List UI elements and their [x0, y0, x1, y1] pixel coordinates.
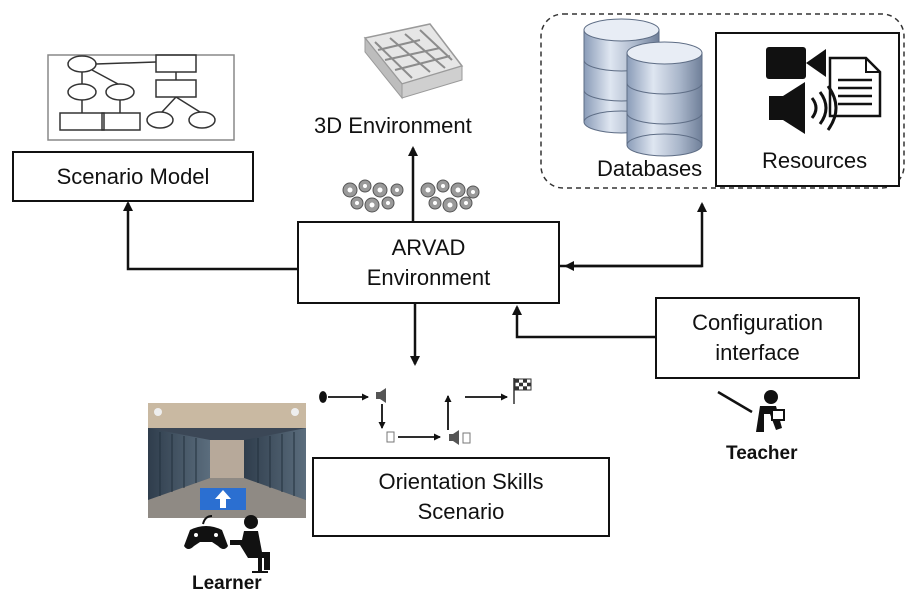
- databases-label: Databases: [597, 156, 703, 181]
- gears-icon: [342, 179, 480, 213]
- speaker-icon: [376, 388, 459, 445]
- arvad-line2: Environment: [366, 264, 491, 290]
- game-screenshot: [148, 403, 306, 518]
- flowchart-icon: [47, 54, 235, 141]
- config-line2: interface: [715, 340, 800, 365]
- teacher-icon: [717, 390, 785, 432]
- learner-icon: [184, 515, 270, 573]
- scenario-model-label: Scenario Model: [56, 163, 210, 189]
- configuration-interface-box: Configuration interface: [655, 297, 860, 379]
- arrow-from-configuration: [512, 305, 655, 339]
- arvad-line1: ARVAD: [391, 234, 466, 260]
- scenario-flow: [319, 391, 508, 441]
- orient-line1: Orientation Skills: [378, 469, 544, 494]
- scenario-model-box: Scenario Model: [12, 151, 254, 202]
- orientation-scenario-box: Orientation Skills Scenario: [312, 457, 610, 537]
- speaker-icon: [769, 82, 838, 134]
- arrow-to-databases: [560, 202, 707, 268]
- resources-container: [540, 13, 905, 189]
- document-icon: [828, 56, 882, 118]
- resources-label: Resources: [762, 148, 868, 173]
- arvad-environment-box: ARVAD Environment: [297, 221, 560, 304]
- video-camera-icon: [766, 47, 826, 79]
- teacher-label: Teacher: [726, 443, 798, 464]
- flag-icon: [513, 378, 532, 404]
- config-line1: Configuration: [692, 310, 823, 335]
- database-icon: [583, 18, 703, 157]
- env-3d-label: 3D Environment: [314, 113, 472, 138]
- document-icon: [386, 431, 471, 444]
- orient-line2: Scenario: [417, 499, 505, 524]
- learner-label: Learner: [192, 573, 262, 594]
- maze-icon: [363, 23, 464, 100]
- arrow-to-scenario-model: [123, 201, 298, 271]
